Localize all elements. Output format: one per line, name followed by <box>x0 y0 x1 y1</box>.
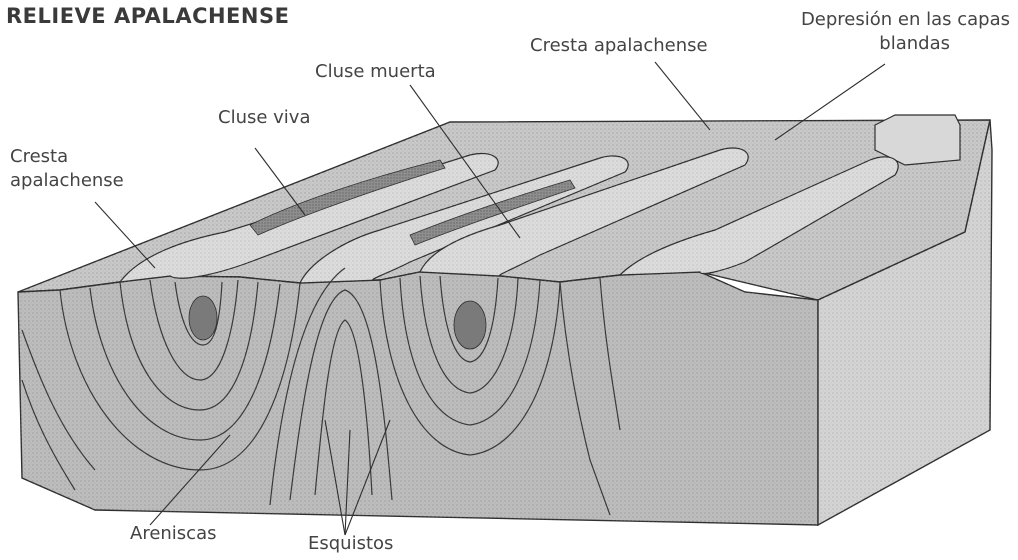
label-cluse-muerta: Cluse muerta <box>315 60 436 84</box>
label-cluse-viva: Cluse viva <box>218 106 311 130</box>
label-line: Cresta <box>10 145 124 169</box>
label-line: apalachense <box>10 169 124 193</box>
label-esquistos: Esquistos <box>308 532 393 556</box>
label-cresta-apalachense-top: Cresta apalachense <box>530 34 708 58</box>
label-cresta-apalachense-left: Cresta apalachense <box>10 145 124 193</box>
label-depresion-capas-blandas: Depresión en las capas blandas <box>770 8 1010 56</box>
diagram-title: RELIEVE APALACHENSE <box>6 4 289 28</box>
label-line: Depresión en las capas <box>770 8 1010 32</box>
label-line: blandas <box>770 32 1010 56</box>
label-areniscas: Areniscas <box>130 522 216 546</box>
